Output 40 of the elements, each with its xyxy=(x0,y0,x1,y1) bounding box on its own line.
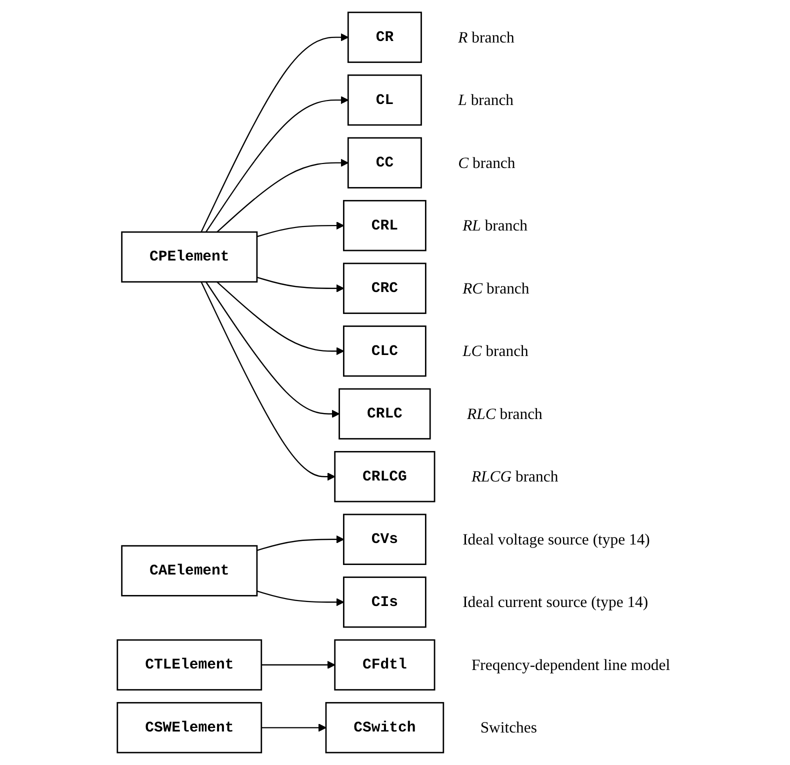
arrow xyxy=(256,535,344,552)
description-text: Switches xyxy=(480,719,537,736)
class-box: CSWElement xyxy=(116,702,262,754)
description-text: L branch xyxy=(458,92,514,109)
arrow xyxy=(256,222,344,238)
description-text: R branch xyxy=(458,28,514,46)
class-box: CRC xyxy=(343,262,426,314)
class-box: CIs xyxy=(343,576,426,628)
class-box: CRLCG xyxy=(334,451,436,502)
class-box: CSwitch xyxy=(325,702,444,754)
class-box: CFdtl xyxy=(334,639,436,691)
arrow xyxy=(205,282,340,418)
arrow xyxy=(205,96,349,232)
class-box: CRLC xyxy=(338,388,431,440)
class-box: CC xyxy=(347,137,422,188)
class-box: CAElement xyxy=(121,545,258,596)
arrow xyxy=(256,276,344,292)
arrow xyxy=(261,660,336,669)
description-text: RL branch xyxy=(462,217,528,234)
arrow xyxy=(216,281,344,356)
description-text: RC branch xyxy=(462,280,530,297)
class-box: CR xyxy=(347,12,422,63)
description-text: RLCG branch xyxy=(471,468,558,486)
description-text: Ideal current source (type 14) xyxy=(462,594,648,611)
class-box: CRL xyxy=(343,200,426,252)
description-text: Freqency-dependent line model xyxy=(471,656,670,674)
description-text: C branch xyxy=(458,154,516,172)
description-text: Ideal voltage source (type 14) xyxy=(462,530,650,548)
class-box: CVs xyxy=(343,514,426,566)
class-box: CL xyxy=(347,74,422,126)
arrow xyxy=(261,724,326,732)
class-box: CPElement xyxy=(121,231,258,283)
description-text: LC branch xyxy=(462,342,528,360)
arrow xyxy=(256,590,344,606)
class-box: CTLElement xyxy=(116,639,262,691)
description-text: RLC branch xyxy=(467,405,542,422)
arrow xyxy=(200,33,349,232)
arrow xyxy=(200,282,336,481)
arrow xyxy=(216,158,349,232)
class-box: CLC xyxy=(343,326,426,377)
